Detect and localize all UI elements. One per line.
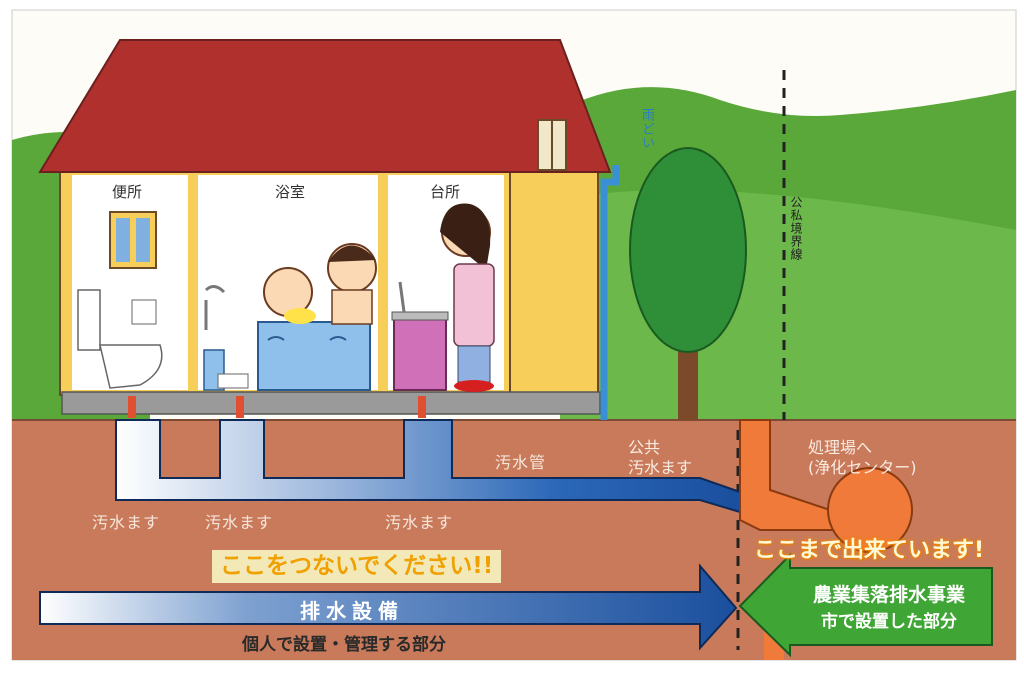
bath-label: 浴室: [275, 183, 306, 201]
boundary-label: 公私境界線: [789, 196, 803, 261]
public-works-subtitle: 市で設置した部分: [821, 612, 957, 632]
treatment-pipe-ball: [827, 467, 913, 553]
downspout-label: 雨どい: [639, 108, 654, 150]
connect-here-banner: ここをつないでください!!: [212, 550, 502, 583]
toilet-icon: [99, 344, 163, 389]
done-until-here-text: ここまで出来ています!: [754, 538, 985, 563]
sink-icon: [393, 317, 447, 391]
public-works-arrow: [738, 552, 993, 658]
tree-icon: [629, 147, 747, 353]
roof: [38, 39, 612, 173]
to-plant-label: 処理場へ (浄化センター): [808, 438, 917, 477]
basin-label-2: 汚水ます: [205, 513, 274, 532]
basin-label-1: 汚水ます: [92, 513, 161, 532]
public-basin-label: 公共 汚水ます: [628, 438, 693, 477]
drainage-title: 排水設備: [300, 599, 404, 623]
kitchen-label: 台所: [430, 183, 461, 201]
sewage-pipe-label: 汚水管: [495, 453, 547, 472]
downspout-icon: [600, 165, 620, 420]
floor-slab: [61, 391, 601, 415]
public-works-title: 農業集落排水事業: [812, 584, 965, 606]
drainage-subtitle: 個人で設置・管理する部分: [242, 635, 446, 655]
basin-label-3: 汚水ます: [385, 513, 454, 532]
hill-front: [560, 190, 1016, 420]
bathtub-icon: [257, 321, 371, 391]
toilet-label: 便所: [112, 183, 143, 201]
private-drain-pipe: [115, 419, 741, 514]
drainage-arrow: [39, 563, 738, 651]
